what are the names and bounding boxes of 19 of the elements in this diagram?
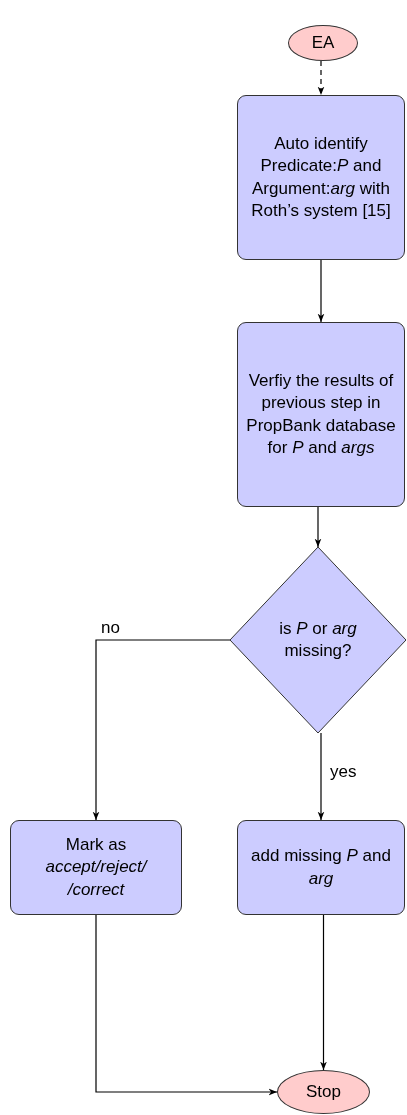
node-label: Verfiy the results of previous step in PropBank database for P and args: [245, 370, 397, 459]
arrow: [95, 914, 278, 1096]
arrow: [92, 639, 231, 821]
arrow: [314, 506, 322, 548]
arrow: [317, 732, 325, 821]
node-label: add missing P and arg: [250, 845, 392, 890]
arrow: [320, 914, 327, 1071]
node-label: is P or arg missing?: [278, 617, 358, 662]
node-label: Auto identify Predicate:P and Argument:arg with Roth’s system [15]: [250, 133, 392, 222]
arrow: [317, 60, 325, 96]
arrow: [317, 259, 325, 323]
node-label: Mark as accept/reject/ /correct: [44, 834, 149, 901]
process-box: [237, 95, 405, 260]
process-box: [237, 820, 405, 915]
process-box: [10, 820, 182, 915]
node-label: EA: [311, 31, 335, 54]
terminal-ellipse: [288, 25, 358, 61]
node-label: Stop: [306, 1080, 341, 1103]
process-box: [237, 322, 405, 507]
